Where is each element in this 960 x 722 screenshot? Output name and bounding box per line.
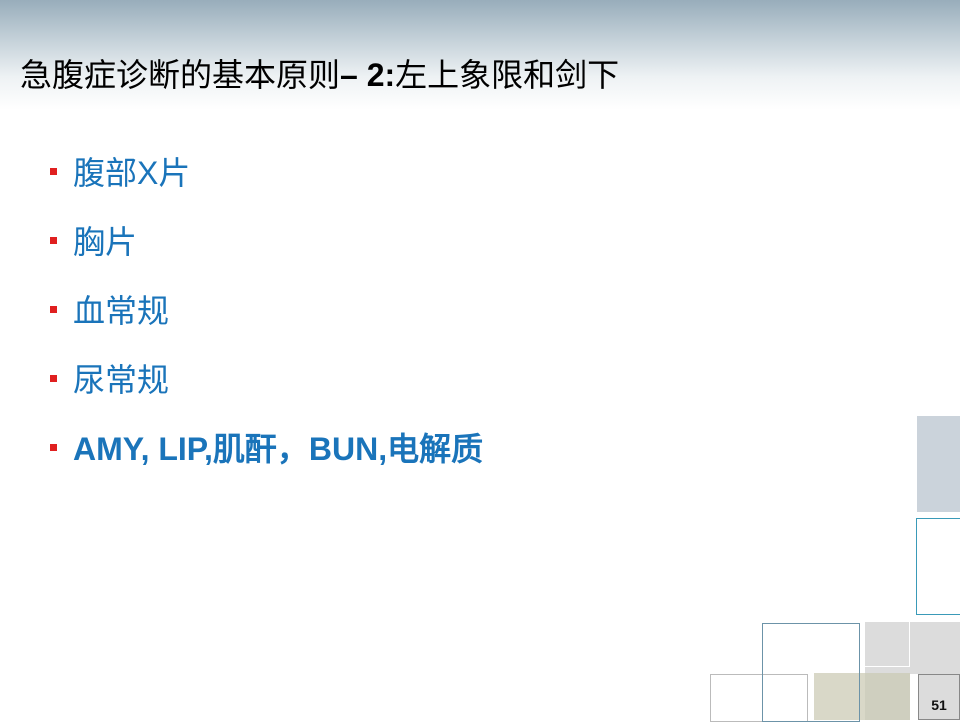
title-suffix: 左上象限和剑下 xyxy=(395,57,620,93)
bullet-text: 胸片 xyxy=(73,223,138,260)
bullet-marker-icon xyxy=(50,375,57,382)
decor-square xyxy=(865,622,909,666)
slide-title: 急腹症诊断的基本原则– 2:左上象限和剑下 xyxy=(20,50,619,96)
bullet-marker-icon xyxy=(50,306,57,313)
decor-square xyxy=(910,622,960,674)
bullet-text: 尿常规 xyxy=(73,361,170,398)
decor-square xyxy=(917,416,960,512)
list-item: 腹部X片 xyxy=(50,136,483,205)
decor-square xyxy=(865,673,910,720)
list-item: 血常规 xyxy=(50,274,483,343)
bullet-marker-icon xyxy=(50,168,57,175)
title-number: – 2: xyxy=(340,57,396,93)
bullet-marker-icon xyxy=(50,237,57,244)
decor-square xyxy=(916,518,960,615)
bullet-list: 腹部X片 胸片 血常规 尿常规 AMY, LIP,肌酐，BUN,电解质 xyxy=(50,136,483,481)
page-number: 51 xyxy=(918,674,960,720)
decor-square xyxy=(762,623,860,722)
list-item: AMY, LIP,肌酐，BUN,电解质 xyxy=(50,412,483,481)
list-item: 尿常规 xyxy=(50,343,483,412)
title-band xyxy=(0,0,960,110)
title-prefix: 急腹症诊断的基本原则 xyxy=(20,57,341,93)
bullet-text: 腹部X片 xyxy=(73,154,191,191)
bullet-text: AMY, LIP,肌酐，BUN,电解质 xyxy=(73,430,484,467)
list-item: 胸片 xyxy=(50,205,483,274)
bullet-marker-icon xyxy=(50,444,57,451)
bullet-text: 血常规 xyxy=(73,292,170,329)
